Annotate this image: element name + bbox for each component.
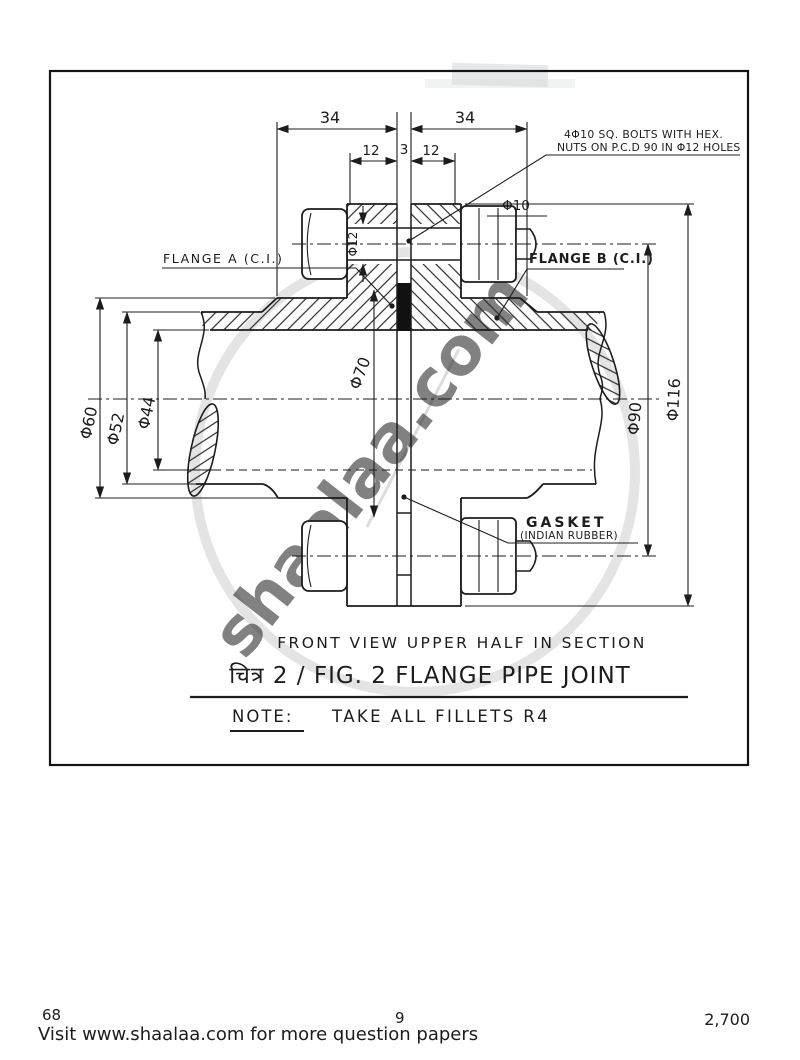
- dim-pipe-od: Φ52: [103, 411, 128, 447]
- dim-face-od: Φ70: [345, 354, 374, 391]
- note-text: TAKE ALL FILLETS R4: [331, 707, 550, 726]
- dim-gasket-thk: 3: [400, 142, 409, 158]
- gasket-material-label: (INDIAN RUBBER): [520, 530, 618, 542]
- dim-hub-right: 12: [422, 143, 439, 159]
- leader-lines: [162, 154, 740, 544]
- callout-texts: 4Φ10 SQ. BOLTS WITH HEX. NUTS ON P.C.D 9…: [163, 128, 740, 542]
- dim-top-left: 34: [320, 108, 340, 127]
- flange-joint-outline: [196, 203, 604, 607]
- note-label: NOTE:: [232, 707, 293, 726]
- footer-right-number: 2,700: [704, 1010, 750, 1029]
- drawing-frame: [48, 69, 750, 767]
- bolt-note-line2: NUTS ON P.C.D 90 IN Φ12 HOLES: [557, 141, 740, 154]
- footer-center-number: 9: [395, 1009, 405, 1027]
- dimension-lines: [95, 112, 694, 607]
- bolt-note-line1: 4Φ10 SQ. BOLTS WITH HEX.: [564, 128, 723, 141]
- pipe-break-right: [585, 311, 621, 485]
- dim-bore: Φ44: [134, 395, 159, 431]
- dim-top-right: 34: [455, 108, 475, 127]
- lower-bolt: [301, 517, 537, 595]
- dim-hole-dia: Φ12: [346, 232, 360, 257]
- watermark-slash: [365, 348, 461, 528]
- dim-pcd: Φ90: [624, 401, 646, 435]
- view-caption: FRONT VIEW UPPER HALF IN SECTION: [277, 634, 647, 652]
- dimension-texts: 34 34 12 3 12 Φ10 Φ12 Φ60 Φ52 Φ44 Φ70 Φ9…: [76, 108, 684, 447]
- dim-bolt-dia: Φ10: [502, 198, 530, 214]
- dim-flange-od: Φ116: [663, 378, 684, 422]
- captions: FRONT VIEW UPPER HALF IN SECTION चित्र 2…: [190, 634, 688, 732]
- footer-visit-text: Visit www.shaalaa.com for more question …: [38, 1024, 478, 1045]
- gasket-section: [397, 283, 411, 331]
- footer-left-number: 68: [42, 1006, 61, 1024]
- flange-b-label: FLANGE B (C.I.): [529, 252, 654, 267]
- dim-hub-left: 12: [362, 143, 379, 159]
- figure-caption: चित्र 2 / FIG. 2 FLANGE PIPE JOINT: [229, 662, 630, 689]
- gasket-label: GASKET: [526, 515, 606, 531]
- dim-boss-od: Φ60: [76, 405, 101, 441]
- scan-smudge: [425, 62, 575, 88]
- flange-a-label: FLANGE A (C.I.): [163, 251, 284, 266]
- page-footer: 68 9 2,700 Visit www.shaalaa.com for mor…: [38, 1006, 750, 1045]
